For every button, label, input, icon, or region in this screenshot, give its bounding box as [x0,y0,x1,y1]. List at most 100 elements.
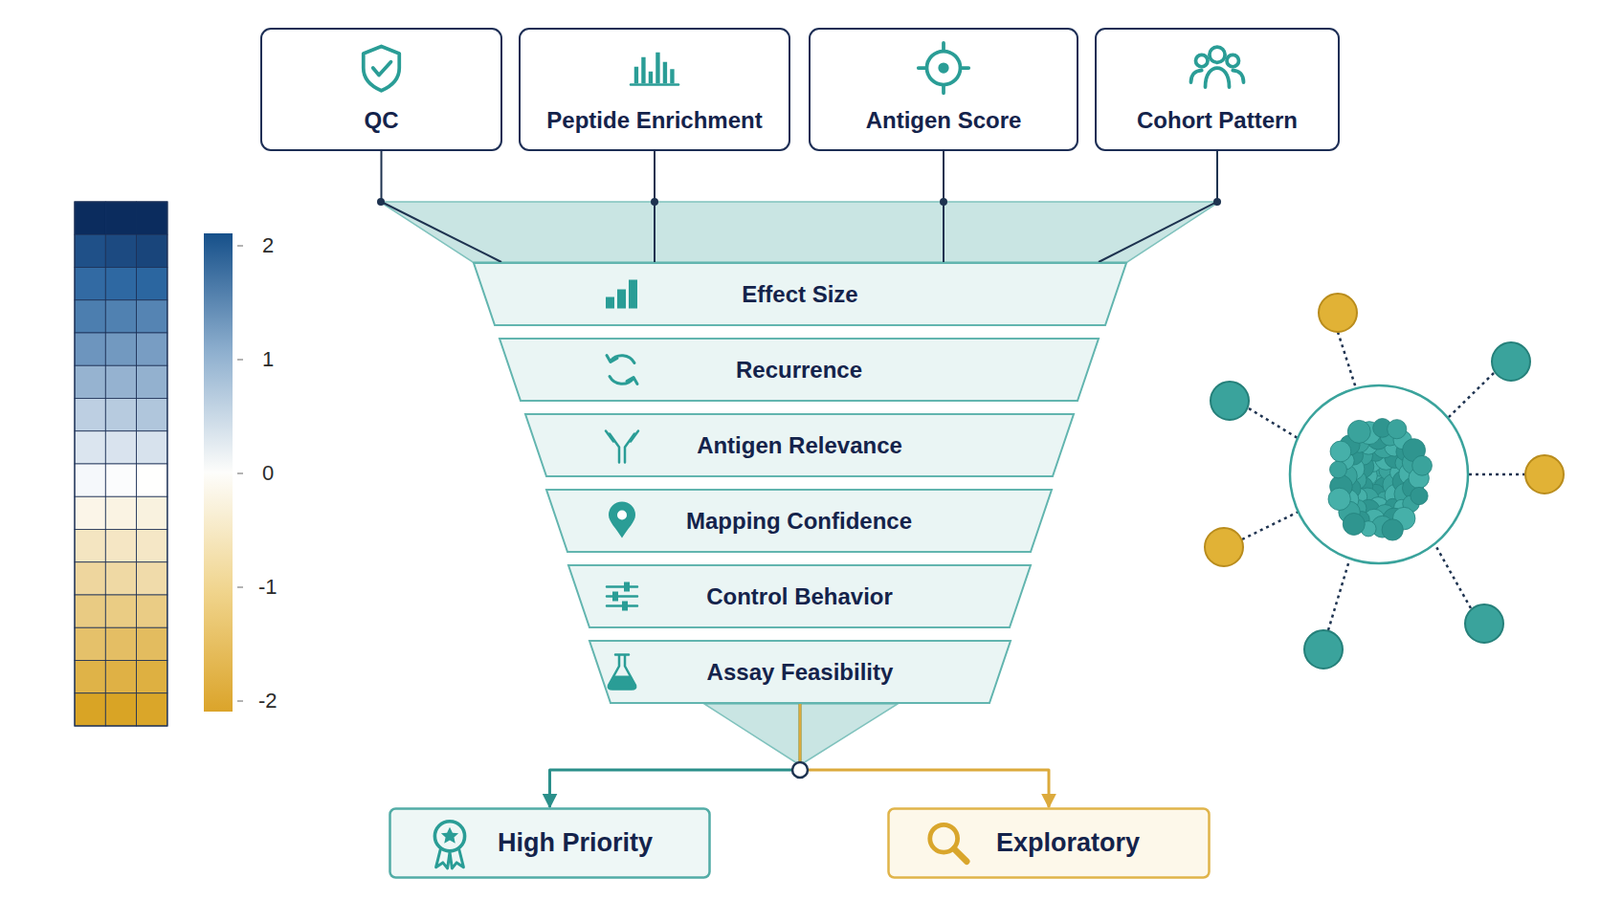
heatmap-cell [136,267,168,301]
antibody-icon-part [605,431,639,443]
blob-bump [1347,420,1371,444]
heatmap [74,201,168,727]
heatmap-cell [105,562,136,596]
scale-value: -2 [258,688,278,714]
connector [942,151,945,263]
node-label: Effect Size [741,281,858,309]
feed-dot [650,198,659,206]
heatmap-cell [105,399,136,432]
box-outline [261,28,502,151]
heatmap-cell [136,693,168,727]
heatmap-cell [136,627,168,661]
band-icon [606,355,638,385]
scale-value: 1 [262,347,274,373]
connector [550,704,801,808]
heatmap-cell [136,300,168,334]
box-outline [1095,28,1339,151]
blob-bump [1387,420,1407,440]
heatmap-cell [74,267,106,301]
band-outline [473,263,1127,326]
colorbar-ticks [237,245,244,702]
people-icon-part [1209,46,1225,63]
box-icon [918,43,970,94]
connector [381,151,503,263]
molecule-satellites [1204,293,1564,669]
box-outline [519,28,790,151]
band-icon [608,502,636,539]
heatmap-cell [74,365,106,399]
protein-blob [1328,419,1432,542]
band-outline [525,414,1074,477]
satellite-gold [1204,528,1244,567]
spoke [1242,511,1299,540]
target-icon-part [937,62,949,73]
band-icon [605,280,638,310]
barsthin-icon-part [630,83,679,87]
satellite-teal [1304,630,1343,669]
satellite-teal [1491,342,1531,381]
node-label: Cohort Pattern [1136,107,1298,134]
heatmap-cell [74,693,106,727]
heatmap-cell [105,201,136,235]
award-icon-part [436,849,465,869]
input-box: Peptide Enrichment [518,27,791,152]
node-label: Antigen Score [866,107,1023,134]
blob-bump [1330,441,1352,463]
heatmap-cell [105,627,136,661]
heatmap-cell [74,627,106,661]
feed-dot [377,198,385,206]
input-box: Antigen Score [808,27,1079,152]
box-outline [809,28,1078,151]
node-label: Antigen Relevance [696,432,903,460]
blob-bump [1412,455,1433,476]
people-icon-part [1226,54,1240,67]
node-label: QC [364,107,400,134]
spoke [1248,408,1298,439]
connector [653,151,656,263]
outcome-box: Exploratory [887,807,1211,880]
heatmap-cell [136,530,168,563]
bars-icon-part [605,297,615,310]
feed-dot [1213,198,1222,206]
barsthin-icon-part [669,68,674,84]
input-box: QC [260,27,503,152]
spoke [1337,332,1356,389]
heatmap-cell [105,234,136,267]
band-outline [546,489,1052,553]
heatmap-cell [105,431,136,465]
satellite-gold [1318,293,1357,333]
barsthin-icon-part [655,52,660,85]
heatmap-cell [105,661,136,694]
target-icon-part [918,43,970,94]
box-icon [363,46,400,91]
tick [237,472,244,475]
blob-bump [1410,487,1428,505]
spoke [1467,473,1526,477]
heatmap-cell [74,530,106,563]
funnel-stage: Effect Size [472,262,1128,327]
antibody-icon-part [609,434,635,464]
shield-icon-part [373,62,392,76]
blob-bump [1342,512,1365,535]
heatmap-cell [74,399,106,432]
heatmap-cell [136,661,168,694]
funnel-stage: Assay Feasibility [588,640,1012,705]
heatmap-cell [136,431,168,465]
barsthin-icon-part [634,66,639,85]
heatmap-cell [105,333,136,366]
award-icon-part [434,822,465,852]
heatmap-cell [105,496,136,530]
heatmap-cell [105,365,136,399]
node-label: Assay Feasibility [707,659,894,687]
tick [237,358,244,361]
flask-icon-part [608,655,636,690]
magnifier-icon-part [954,849,967,863]
sliders-icon-part [622,601,628,612]
people-icon-part [1232,70,1244,84]
heatmap-cell [105,693,136,727]
node-label: Exploratory [996,828,1140,859]
band-icon [608,655,636,690]
heatmap-cell [74,201,106,235]
